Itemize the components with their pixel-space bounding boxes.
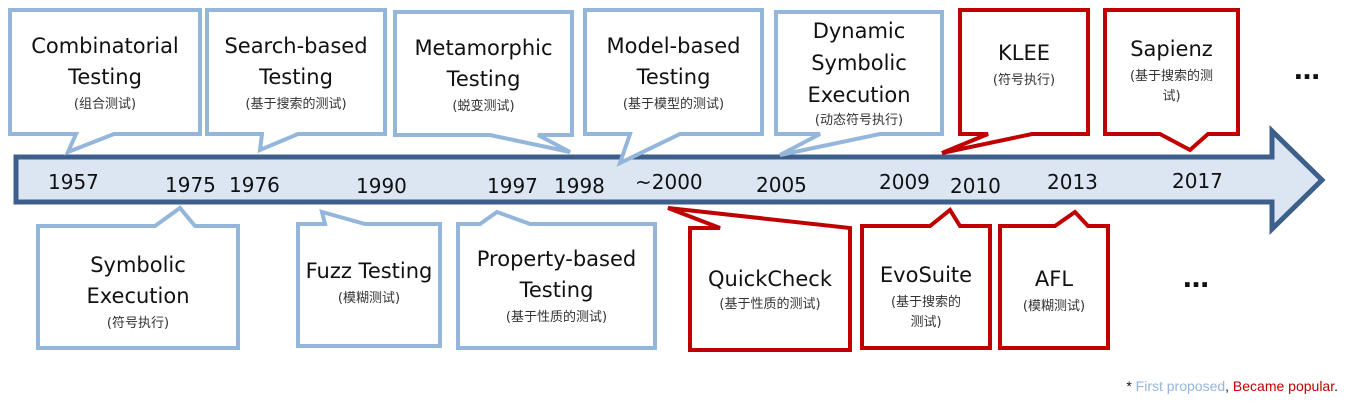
callout-title: Symbolic Execution <box>86 253 190 308</box>
callout-subtitle: (基于模型的测试) <box>622 97 725 112</box>
legend-footnote: * First proposed, Became popular. <box>1126 378 1338 394</box>
callout-shape-property-based <box>456 209 657 350</box>
year-label: 1976 <box>229 173 280 197</box>
callout-dynamic-symbolic-execution: Dynamic Symbolic Execution (动态符号执行) <box>778 14 940 132</box>
callout-shape-metamorphic <box>393 10 574 154</box>
callout-shape-quickcheck <box>667 206 852 352</box>
year-label: 1990 <box>356 174 407 198</box>
legend-suffix: . <box>1334 378 1338 394</box>
legend-first-proposed: First proposed <box>1135 378 1226 394</box>
callout-title: Combinatorial Testing <box>31 34 179 89</box>
callout-evosuite: EvoSuite (基于搜索的测试) <box>864 240 988 346</box>
year-label: 2005 <box>756 173 807 197</box>
year-label: 2013 <box>1047 170 1098 194</box>
year-label: 1998 <box>554 174 605 198</box>
callout-title: QuickCheck <box>708 267 832 291</box>
callout-shape-evosuite <box>860 207 992 350</box>
callout-shape-combinatorial <box>8 8 202 156</box>
callout-combinatorial-testing: Combinatorial Testing (组合测试) <box>12 14 198 132</box>
callout-quickcheck: QuickCheck (基于性质的测试) <box>692 240 848 348</box>
callout-title: Dynamic Symbolic Execution <box>807 19 911 107</box>
year-label: 1997 <box>487 174 538 198</box>
legend-separator: , <box>1225 378 1233 394</box>
legend-prefix: * <box>1126 378 1136 394</box>
callout-subtitle: (基于搜索的测试) <box>890 295 962 330</box>
callout-subtitle: (基于性质的测试) <box>719 297 821 312</box>
callout-fuzz-testing: Fuzz Testing (模糊测试) <box>300 234 438 344</box>
callout-shape-sapienz <box>1103 8 1240 153</box>
callout-property-based-testing: Property-based Testing (基于性质的测试) <box>460 234 653 346</box>
year-label: ~2000 <box>635 170 703 194</box>
callout-subtitle: (组合测试) <box>73 97 137 112</box>
continuation-dots-top: … <box>1294 56 1322 86</box>
callout-model-based-testing: Model-based Testing (基于模型的测试) <box>587 14 760 132</box>
callout-title: AFL <box>1034 267 1074 291</box>
callout-subtitle: (符号执行) <box>992 73 1056 88</box>
callout-shape-fuzz <box>296 209 442 348</box>
timeline-arrow <box>13 125 1326 235</box>
callout-subtitle: (动态符号执行) <box>814 113 904 128</box>
callout-sapienz: Sapienz (基于搜索的测试) <box>1107 20 1236 130</box>
callout-title: Metamorphic Testing <box>414 35 553 91</box>
callout-title: Search-based Testing <box>224 34 368 89</box>
callout-title: KLEE <box>997 41 1050 65</box>
callout-subtitle: (符号执行) <box>106 316 170 331</box>
callout-afl: AFL (模糊测试) <box>1002 240 1106 346</box>
legend-became-popular: Became popular <box>1232 378 1335 394</box>
callout-metamorphic-testing: Metamorphic Testing (蜕变测试) <box>397 16 570 133</box>
callout-shape-klee <box>941 8 1090 155</box>
callout-subtitle: (模糊测试) <box>1022 299 1086 314</box>
callout-title: EvoSuite <box>879 263 973 287</box>
year-label: 2017 <box>1172 169 1223 193</box>
callout-subtitle: (蜕变测试) <box>452 98 515 114</box>
callout-subtitle: (基于性质的测试) <box>505 310 608 325</box>
callout-klee: KLEE (符号执行) <box>962 20 1086 120</box>
callout-symbolic-execution: Symbolic Execution (符号执行) <box>40 238 236 346</box>
callout-subtitle: (基于搜索的测试) <box>1129 69 1214 104</box>
callout-shape-symbolic-execution <box>36 205 240 350</box>
continuation-dots-bottom: … <box>1183 264 1211 294</box>
year-label: 1975 <box>165 173 216 197</box>
callout-title: Sapienz <box>1130 37 1213 61</box>
callout-title: Property-based Testing <box>476 247 637 302</box>
year-label: 2009 <box>879 170 930 194</box>
callout-shape-model-based <box>583 8 764 167</box>
year-label: 1957 <box>48 170 99 194</box>
callout-title: Fuzz Testing <box>305 259 433 283</box>
callout-search-based-testing: Search-based Testing (基于搜索的测试) <box>209 14 383 132</box>
callout-subtitle: (模糊测试) <box>337 291 401 306</box>
callout-title: Model-based Testing <box>606 34 741 89</box>
callout-shape-dynamic-symbolic <box>774 10 944 157</box>
callout-shape-afl <box>998 209 1110 350</box>
callout-subtitle: (基于搜索的测试) <box>245 97 347 112</box>
year-label: 2010 <box>950 174 1001 198</box>
callout-shape-search-based <box>205 8 387 154</box>
